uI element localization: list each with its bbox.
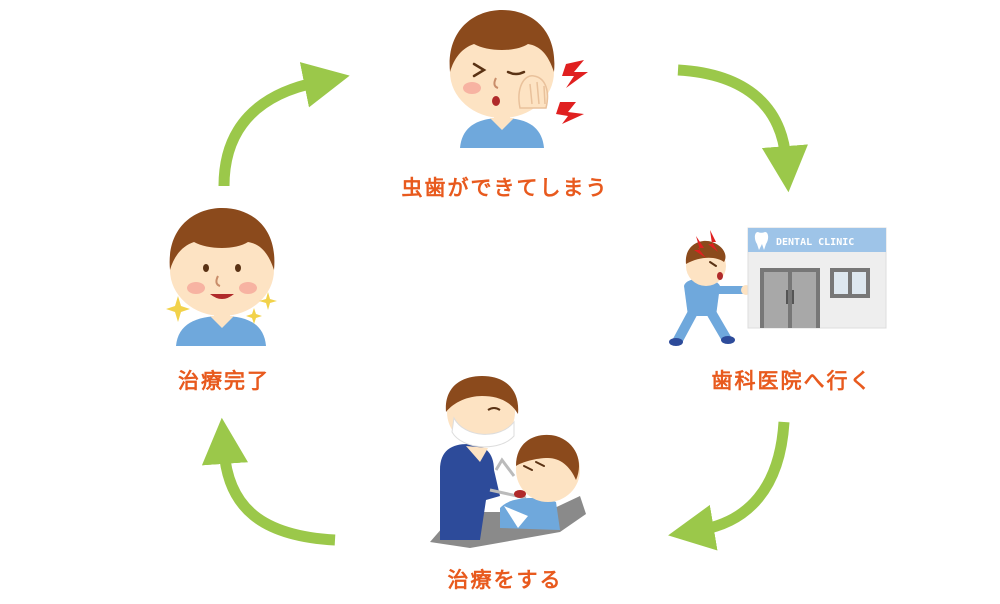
running-boy xyxy=(669,240,751,346)
step-label-treat: 治療をする xyxy=(447,568,563,592)
tooth-icon xyxy=(754,232,769,250)
clinic-sign-text: DENTAL CLINIC xyxy=(776,237,854,248)
smiling-boy xyxy=(169,208,275,346)
sparkle-icon xyxy=(166,296,190,322)
step-label-cavity: 虫歯ができてしまう xyxy=(401,176,609,200)
arrow-complete-to-cavity xyxy=(218,62,350,187)
arrow-cavity-to-clinic xyxy=(677,64,808,193)
sparkle-icon xyxy=(259,292,277,310)
dentist-treating-patient xyxy=(430,376,586,548)
lightning-icon xyxy=(562,60,588,88)
lightning-icon xyxy=(694,236,706,258)
lightning-icon xyxy=(556,102,584,124)
step-label-clinic: 歯科医院へ行く xyxy=(711,369,873,393)
lightning-icon xyxy=(708,230,718,252)
arrow-treat-to-complete xyxy=(201,417,336,546)
arrow-clinic-to-treat xyxy=(668,421,790,551)
dental-clinic-building xyxy=(747,227,887,329)
sparkle-icon xyxy=(246,308,262,324)
toothache-boy xyxy=(449,10,555,148)
step-label-complete: 治療完了 xyxy=(178,369,270,393)
